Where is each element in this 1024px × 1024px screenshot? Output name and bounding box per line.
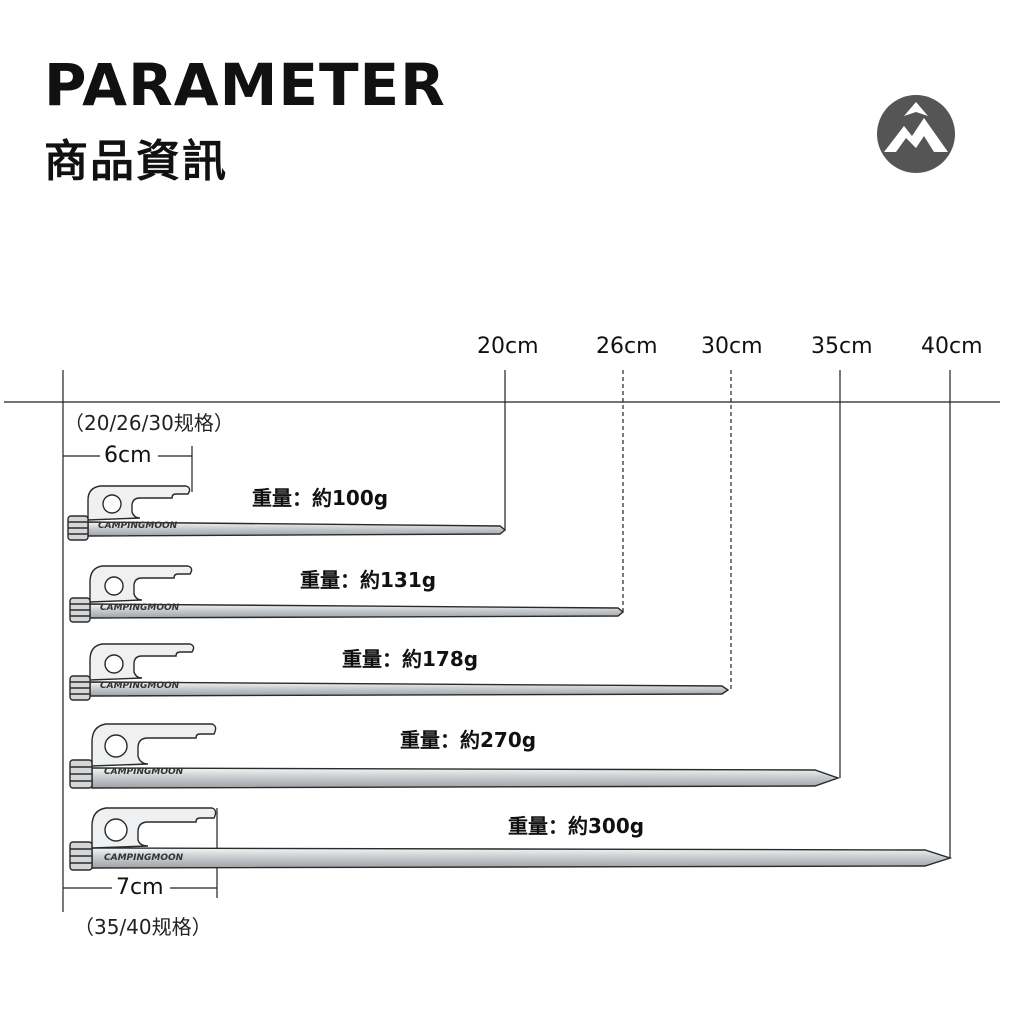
- scale-mark-30cm: 30cm: [701, 334, 763, 359]
- brand-engraving: CAMPINGMOON: [100, 681, 180, 691]
- scale-mark-35cm: 35cm: [811, 334, 873, 359]
- dimension-7cm-label: 7cm: [114, 875, 166, 900]
- tent-stake-20cm: [67, 485, 507, 541]
- tent-stake-40cm: [69, 807, 953, 871]
- spec-note-large: （35/40规格）: [74, 915, 212, 939]
- tent-stake-30cm: [69, 643, 730, 701]
- tent-stake-26cm: [69, 565, 625, 623]
- page-subtitle: 商品資訊: [44, 136, 228, 187]
- weight-label-30cm: 重量：約178g: [342, 647, 479, 671]
- brand-engraving: CAMPINGMOON: [98, 521, 178, 531]
- dimension-6cm-label: 6cm: [102, 443, 154, 468]
- weight-label-20cm: 重量：約100g: [252, 486, 389, 510]
- scale-mark-20cm: 20cm: [477, 334, 539, 359]
- weight-label-26cm: 重量：約131g: [300, 568, 437, 592]
- scale-mark-26cm: 26cm: [596, 334, 658, 359]
- mountain-logo-icon: [877, 95, 955, 173]
- tent-stake-35cm: [69, 723, 841, 789]
- weight-label-40cm: 重量：約300g: [508, 814, 645, 838]
- brand-engraving: CAMPINGMOON: [104, 853, 184, 863]
- scale-mark-40cm: 40cm: [921, 334, 983, 359]
- weight-label-35cm: 重量：約270g: [400, 728, 537, 752]
- brand-engraving: CAMPINGMOON: [100, 603, 180, 613]
- page-title: PARAMETER: [44, 51, 446, 119]
- spec-note-small: （20/26/30规格）: [64, 411, 234, 435]
- brand-engraving: CAMPINGMOON: [104, 767, 184, 777]
